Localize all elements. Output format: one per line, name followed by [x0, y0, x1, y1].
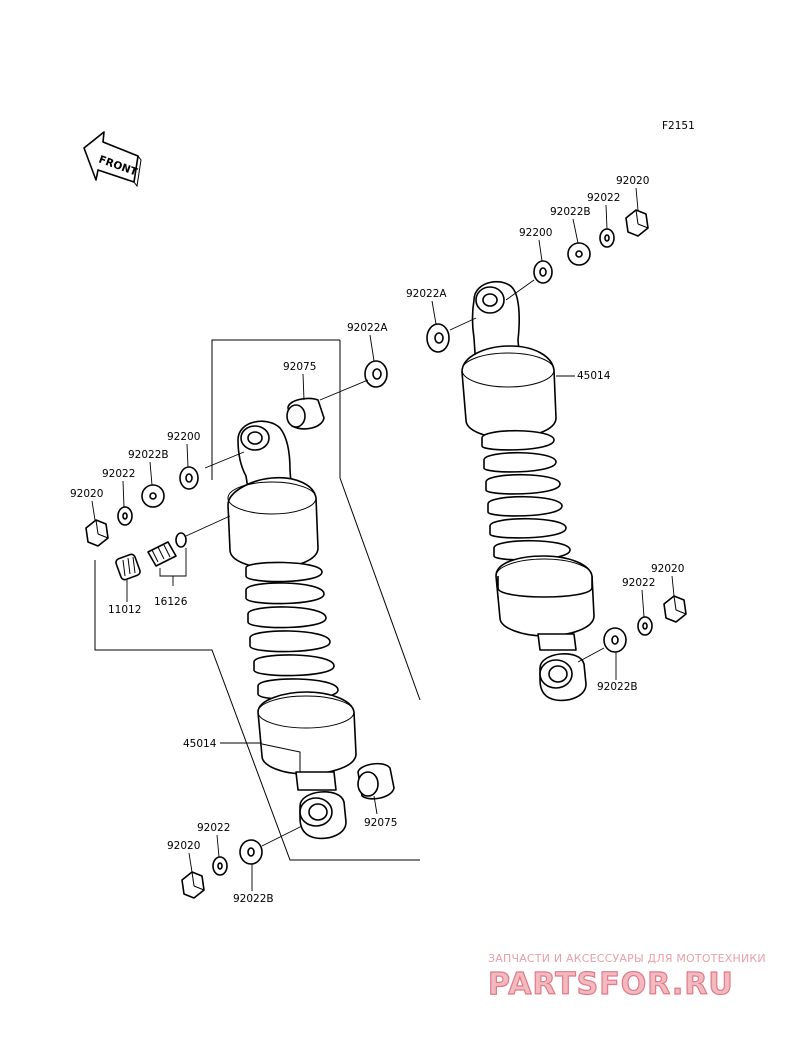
label-l-92075-top: 92075	[283, 361, 316, 373]
label-r-92022b-top: 92022B	[550, 206, 591, 218]
label-l-92022b-bot: 92022B	[233, 893, 274, 905]
label-l-92020-top: 92020	[70, 488, 103, 500]
label-l-92200: 92200	[167, 431, 200, 443]
label-r-92022-top: 92022	[587, 192, 620, 204]
figure-code: F2151	[662, 120, 695, 132]
right-shock-absorber	[461, 281, 595, 702]
left-assembly-frame	[94, 339, 421, 861]
label-l-92022-bot: 92022	[197, 822, 230, 834]
label-l-92022-top: 92022	[102, 468, 135, 480]
left-shock-absorber	[227, 420, 357, 840]
label-r-45014: 45014	[577, 370, 611, 382]
label-l-92075-bot: 92075	[364, 817, 397, 829]
watermark-brand: PARTSFOR.RU	[488, 967, 734, 1002]
label-r-92022b-bot: 92022B	[597, 681, 638, 693]
right-top-hardware	[426, 209, 649, 353]
label-r-92022-bot: 92022	[622, 577, 655, 589]
label-r-92020-top: 92020	[616, 175, 649, 187]
label-l-92022a: 92022A	[347, 322, 388, 334]
label-r-92022a: 92022A	[406, 288, 447, 300]
label-r-92200-top: 92200	[519, 227, 552, 239]
label-r-92020-bot: 92020	[651, 563, 684, 575]
label-l-92022b-top: 92022B	[128, 449, 169, 461]
watermark-tagline: ЗАПЧАСТИ И АКСЕССУАРЫ ДЛЯ МОТОТЕХНИКИ	[488, 952, 766, 965]
left-top-hardware	[85, 360, 388, 586]
label-l-92020-bot: 92020	[167, 840, 200, 852]
label-l-16126: 16126	[154, 596, 188, 608]
right-bottom-hardware	[577, 595, 687, 663]
front-arrow-icon: FRONT	[83, 131, 142, 188]
label-l-45014: 45014	[183, 738, 217, 750]
label-l-11012: 11012	[108, 604, 141, 616]
